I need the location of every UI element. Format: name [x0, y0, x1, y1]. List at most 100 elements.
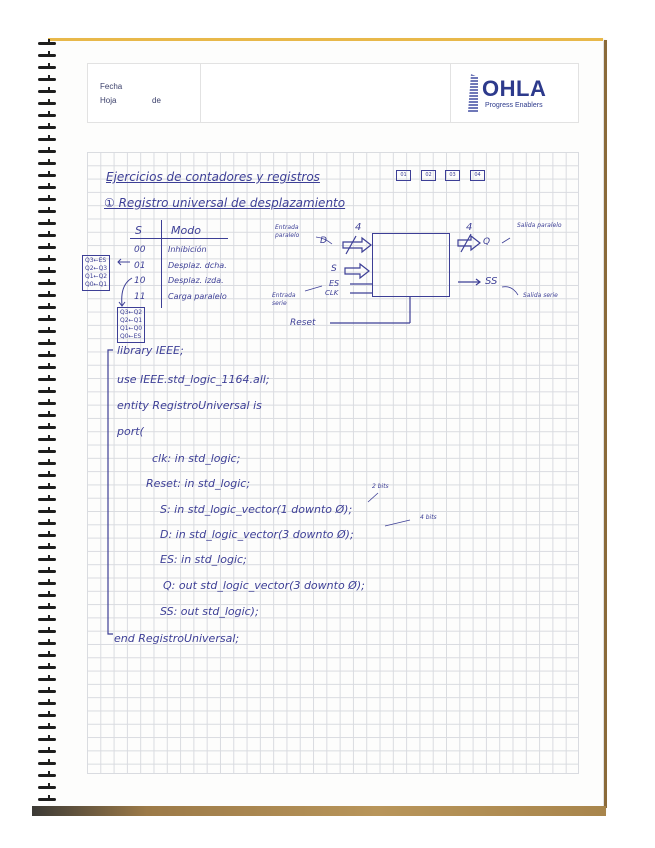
- hoja-label: Hoja: [100, 96, 117, 105]
- mode-name: Desplaz. dcha.: [168, 261, 227, 270]
- spiral-ring: [38, 219, 56, 225]
- input-d-label: D: [320, 236, 327, 246]
- exercise-title: ① Registro universal de desplazamiento: [104, 196, 346, 210]
- spiral-ring: [38, 63, 56, 69]
- bus-width-out: 4: [466, 222, 473, 233]
- spiral-ring: [38, 771, 56, 777]
- shift-row: Q3←ES: [85, 257, 107, 264]
- spiral-ring: [38, 195, 56, 201]
- spiral-ring: [38, 387, 56, 393]
- logo-tagline: Progress Enablers: [485, 102, 543, 109]
- spiral-ring: [38, 267, 56, 273]
- spiral-ring: [38, 423, 56, 429]
- spiral-ring: [38, 87, 56, 93]
- spiral-ring: [38, 507, 56, 513]
- spiral-ring: [38, 255, 56, 261]
- mode-s: 01: [134, 261, 146, 271]
- building-logo-icon: [468, 74, 478, 112]
- code-line: library IEEE;: [117, 344, 184, 357]
- spiral-ring: [38, 675, 56, 681]
- code-line: Reset: in std_logic;: [146, 477, 251, 490]
- code-line: end RegistroUniversal;: [114, 632, 240, 645]
- mode-name: Desplaz. izda.: [168, 276, 224, 285]
- mode-s: 11: [134, 292, 146, 302]
- spiral-ring: [38, 123, 56, 129]
- spiral-ring: [38, 531, 56, 537]
- spiral-ring: [38, 447, 56, 453]
- header-blank-field: [200, 64, 451, 122]
- spiral-ring: [38, 363, 56, 369]
- code-line: D: in std_logic_vector(3 downto Ø);: [160, 528, 354, 541]
- spiral-ring: [38, 171, 56, 177]
- spiral-ring: [38, 327, 56, 333]
- exercise-box: 02: [421, 170, 436, 181]
- spiral-ring: [38, 147, 56, 153]
- spiral-ring: [38, 603, 56, 609]
- de-label: de: [152, 96, 161, 105]
- spiral-ring: [38, 303, 56, 309]
- spiral-ring: [38, 663, 56, 669]
- register-block: [372, 233, 450, 297]
- spiral-ring: [38, 75, 56, 81]
- spiral-ring: [38, 519, 56, 525]
- spiral-ring: [38, 639, 56, 645]
- shift-row: Q0←ES: [120, 333, 142, 340]
- shift-row: Q0←Q1: [85, 281, 108, 288]
- code-line: entity RegistroUniversal is: [117, 399, 262, 412]
- spiral-ring: [38, 243, 56, 249]
- output-ss-label: SS: [485, 276, 498, 287]
- code-line: use IEEE.std_logic_1164.all;: [117, 373, 270, 386]
- spiral-ring: [38, 627, 56, 633]
- spiral-ring: [38, 687, 56, 693]
- spiral-ring: [38, 351, 56, 357]
- shift-row: Q3←Q2: [120, 309, 143, 316]
- code-line: SS: out std_logic);: [160, 605, 259, 618]
- input-es-label: ES: [329, 279, 340, 288]
- table-rule: [130, 238, 228, 239]
- code-line: S: in std_logic_vector(1 downto Ø);: [160, 503, 353, 516]
- spiral-ring: [38, 375, 56, 381]
- logo-text: OHLA: [482, 76, 547, 101]
- header-fields: Fecha Hoja de: [88, 64, 201, 122]
- spiral-ring: [38, 411, 56, 417]
- note-parallel-in: Entrada paralelo: [275, 224, 300, 239]
- spiral-ring: [38, 651, 56, 657]
- spiral-ring: [38, 735, 56, 741]
- page-header: Fecha Hoja de OHLA Progress Enablers: [87, 63, 579, 123]
- spiral-ring: [38, 615, 56, 621]
- output-q-label: Q: [483, 237, 491, 247]
- spiral-ring: [38, 795, 56, 801]
- code-line: port(: [117, 425, 144, 438]
- spiral-ring: [38, 435, 56, 441]
- spiral-ring: [38, 315, 56, 321]
- spiral-ring: [38, 783, 56, 789]
- spiral-ring: [38, 495, 56, 501]
- mode-s: 00: [134, 245, 146, 255]
- spiral-ring: [38, 579, 56, 585]
- notes-title: Ejercicios de contadores y registros: [106, 170, 320, 184]
- shift-row: Q1←Q0: [120, 325, 143, 332]
- spiral-ring: [38, 159, 56, 165]
- spiral-ring: [38, 723, 56, 729]
- spiral-ring: [38, 339, 56, 345]
- spiral-binding: [38, 39, 58, 812]
- note-serial-in: Entrada serie: [272, 292, 296, 307]
- spiral-ring: [38, 51, 56, 57]
- spiral-ring: [38, 759, 56, 765]
- spiral-ring: [38, 483, 56, 489]
- spiral-ring: [38, 399, 56, 405]
- mode-header-s: S: [135, 224, 142, 237]
- note-serial-out: Salida serie: [523, 292, 558, 299]
- spiral-ring: [38, 747, 56, 753]
- mode-name: Inhibición: [168, 245, 207, 254]
- mode-header-modo: Modo: [171, 224, 201, 237]
- spiral-ring: [38, 39, 56, 45]
- table-divider: [161, 220, 162, 308]
- graph-paper-grid: [87, 152, 579, 774]
- ohla-logo: OHLA Progress Enablers: [468, 74, 573, 114]
- spiral-ring: [38, 291, 56, 297]
- annotation-2bits: 2 bits: [372, 483, 389, 490]
- notebook-cover-edge: [32, 806, 606, 816]
- shift-row: Q1←Q2: [85, 273, 108, 280]
- fecha-label: Fecha: [100, 82, 123, 91]
